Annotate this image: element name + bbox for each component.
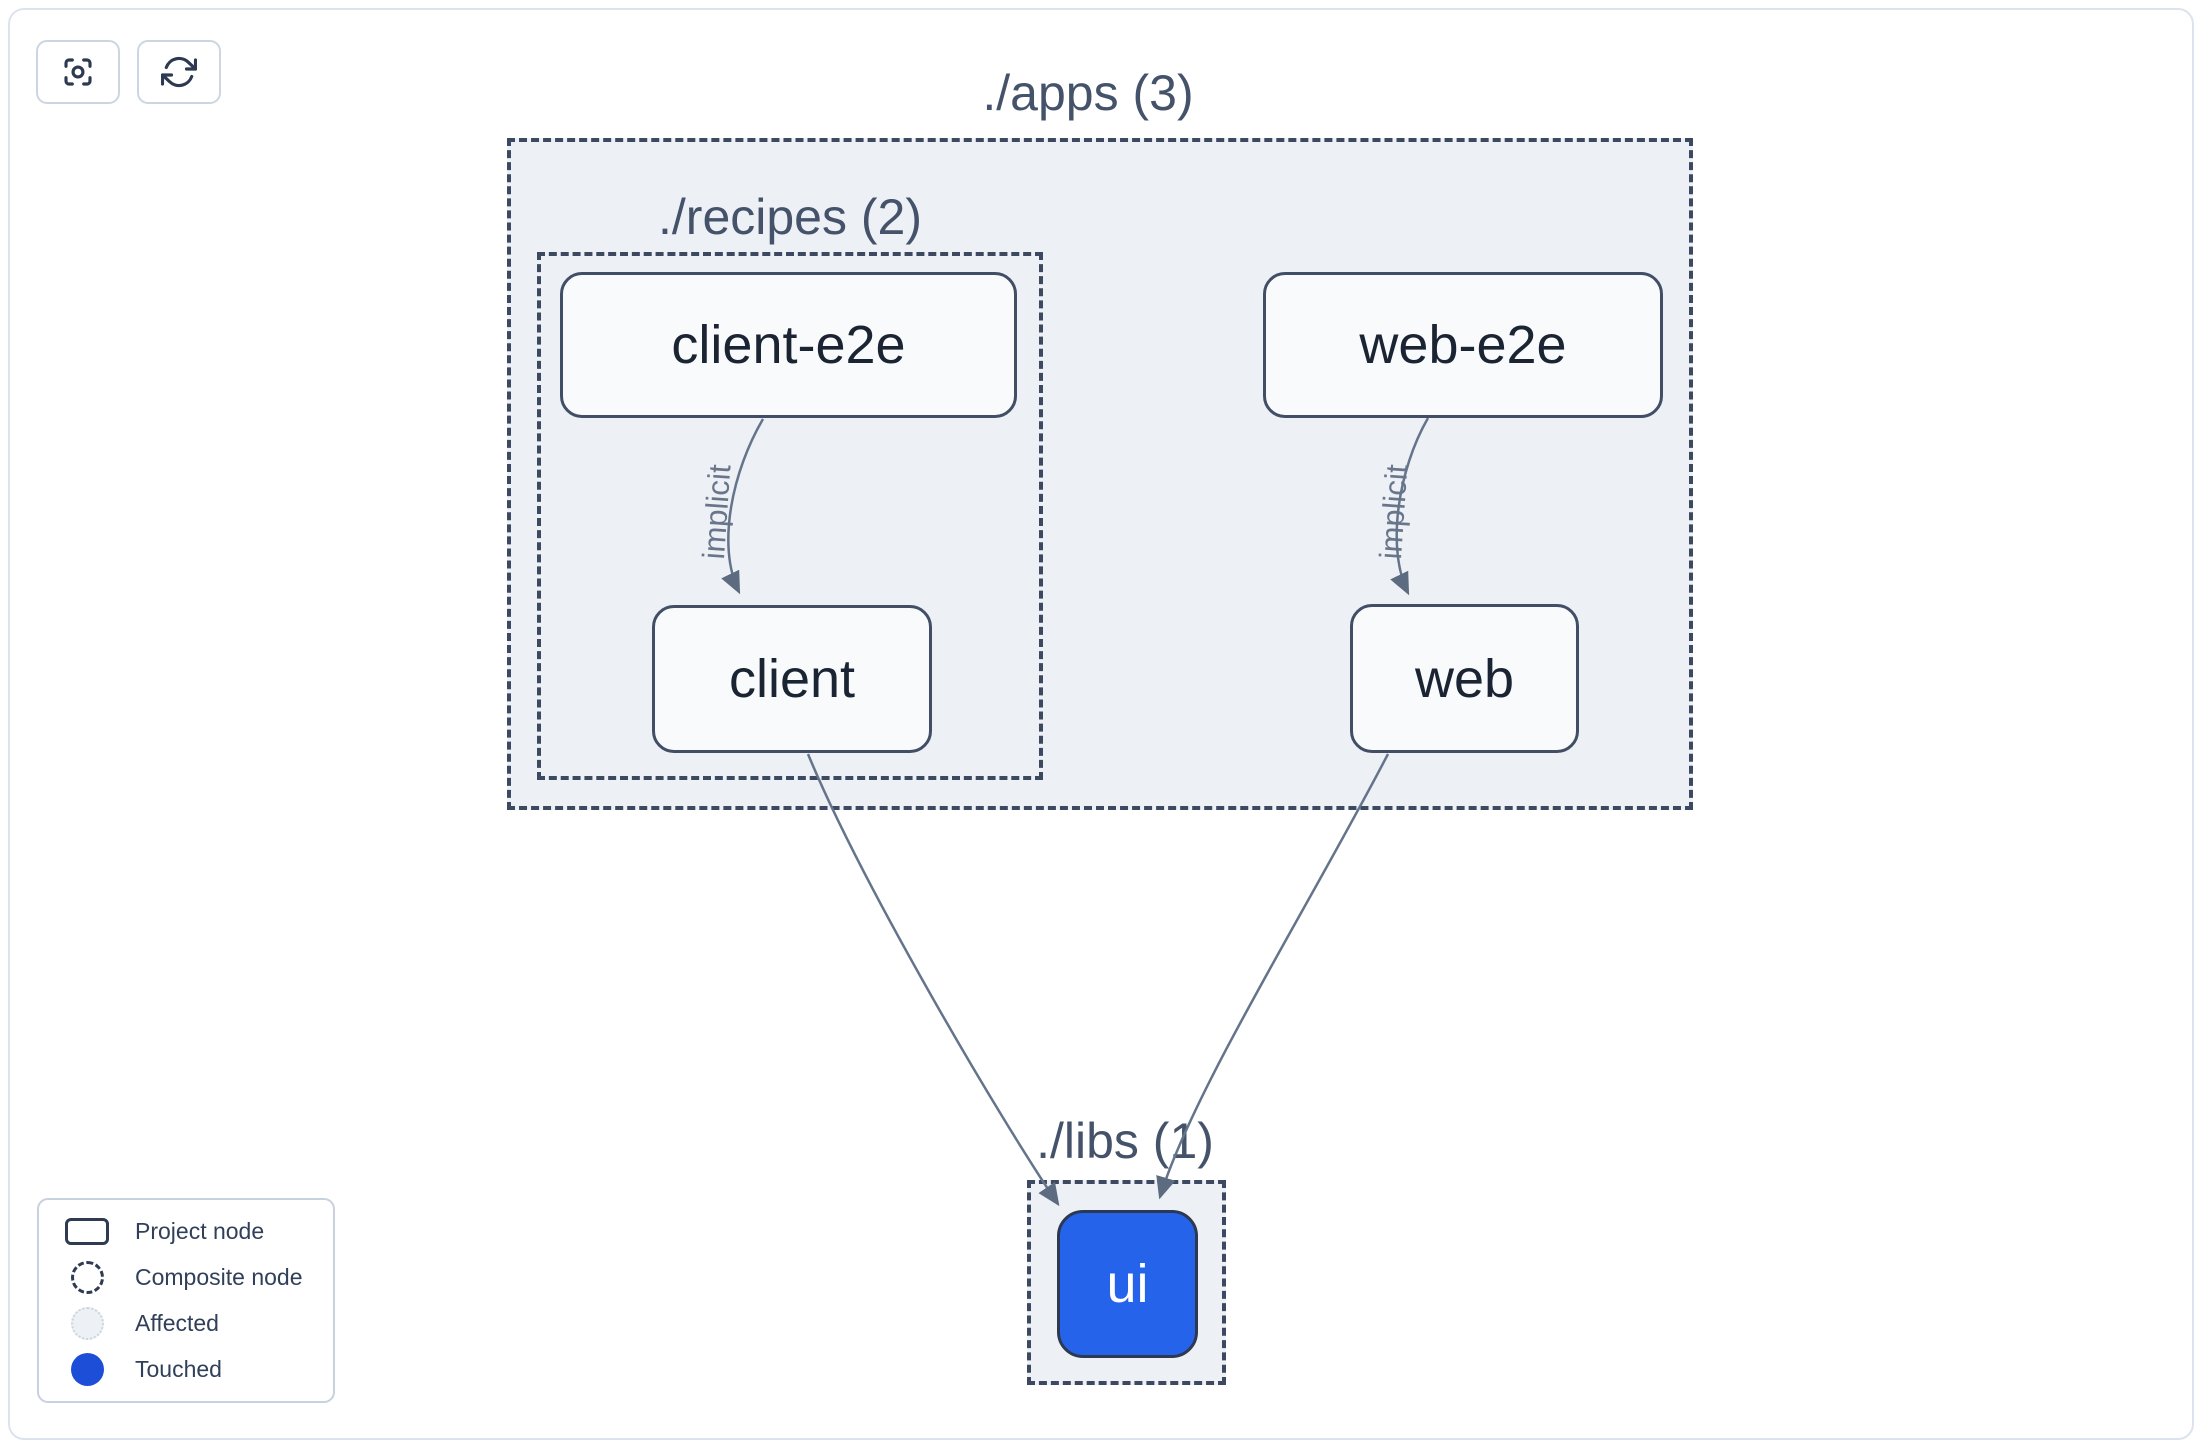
refresh-icon bbox=[161, 54, 197, 90]
project-node-client-e2e[interactable]: client-e2e bbox=[560, 272, 1017, 418]
crosshair-scan-icon bbox=[60, 54, 96, 90]
group-label-apps: ./apps (3) bbox=[982, 65, 1194, 121]
project-node-client[interactable]: client bbox=[652, 605, 932, 753]
project-node-web-e2e[interactable]: web-e2e bbox=[1263, 272, 1663, 418]
refresh-button[interactable] bbox=[137, 40, 221, 104]
node-label: web bbox=[1414, 648, 1515, 709]
touched-icon bbox=[70, 1353, 104, 1387]
group-label-libs: ./libs (1) bbox=[1036, 1113, 1214, 1169]
legend: Project node Composite node Affected Tou… bbox=[37, 1198, 335, 1403]
legend-item-affected: Affected bbox=[39, 1303, 333, 1345]
project-node-ui[interactable]: ui bbox=[1057, 1210, 1198, 1358]
composite-node-icon bbox=[70, 1260, 104, 1294]
legend-item-composite-node: Composite node bbox=[39, 1256, 333, 1298]
group-label-recipes: ./recipes (2) bbox=[658, 189, 922, 245]
node-label: client bbox=[728, 649, 856, 709]
legend-label: Touched bbox=[135, 1356, 222, 1383]
node-label: ui bbox=[1106, 1254, 1149, 1314]
node-label: client-e2e bbox=[671, 315, 906, 375]
legend-item-touched: Touched bbox=[39, 1349, 333, 1391]
focus-mode-button[interactable] bbox=[36, 40, 120, 104]
project-node-icon bbox=[65, 1217, 109, 1245]
legend-item-project-node: Project node bbox=[39, 1210, 333, 1252]
legend-label: Composite node bbox=[135, 1263, 303, 1290]
node-label: web-e2e bbox=[1359, 315, 1567, 375]
legend-label: Project node bbox=[135, 1217, 265, 1244]
legend-label: Affected bbox=[135, 1310, 219, 1337]
affected-icon bbox=[70, 1307, 104, 1341]
project-node-web[interactable]: web bbox=[1350, 604, 1579, 753]
